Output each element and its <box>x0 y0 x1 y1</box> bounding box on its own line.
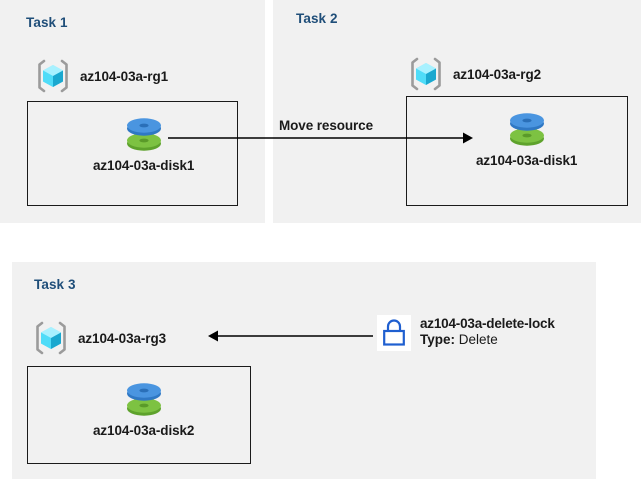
disk-az104-03a-disk1: az104-03a-disk1 <box>93 110 194 173</box>
resource-group-container-rg1 <box>27 101 238 206</box>
resource-group-az104-03a-rg1: az104-03a-rg1 <box>33 56 168 96</box>
resource-group-icon <box>406 54 446 94</box>
resource-group-icon <box>31 318 71 358</box>
managed-disk-icon <box>119 375 169 421</box>
lock-icon <box>377 315 411 351</box>
panel-title-task-3: Task 3 <box>34 277 76 292</box>
delete-lock-type: Type: Delete <box>420 332 555 348</box>
disk-az104-03a-disk1-moved: az104-03a-disk1 <box>476 105 577 168</box>
resource-group-label: az104-03a-rg2 <box>453 66 542 82</box>
resource-group-label: az104-03a-rg1 <box>80 68 169 84</box>
delete-lock-type-label: Type: <box>420 331 456 347</box>
disk-az104-03a-disk2: az104-03a-disk2 <box>93 375 194 438</box>
delete-lock-text: az104-03a-delete-lock Type: Delete <box>420 315 555 348</box>
resource-group-icon <box>33 56 73 96</box>
resource-group-az104-03a-rg2: az104-03a-rg2 <box>406 54 541 94</box>
delete-lock-block: az104-03a-delete-lock Type: Delete <box>377 315 555 351</box>
move-resource-arrow <box>168 132 473 144</box>
managed-disk-icon <box>119 110 169 156</box>
resource-group-container-rg2 <box>406 96 628 206</box>
panel-title-task-1: Task 1 <box>26 15 68 30</box>
delete-lock-arrow <box>208 330 373 342</box>
resource-group-az104-03a-rg3: az104-03a-rg3 <box>31 318 166 358</box>
delete-lock-name: az104-03a-delete-lock <box>420 316 555 331</box>
resource-group-label: az104-03a-rg3 <box>78 330 167 346</box>
delete-lock-type-value: Delete <box>458 331 498 347</box>
disk-label: az104-03a-disk2 <box>93 423 195 438</box>
move-resource-label: Move resource <box>279 118 373 133</box>
disk-label: az104-03a-disk1 <box>93 158 195 173</box>
panel-title-task-2: Task 2 <box>296 11 338 26</box>
managed-disk-icon <box>502 105 552 151</box>
disk-label: az104-03a-disk1 <box>476 153 578 168</box>
